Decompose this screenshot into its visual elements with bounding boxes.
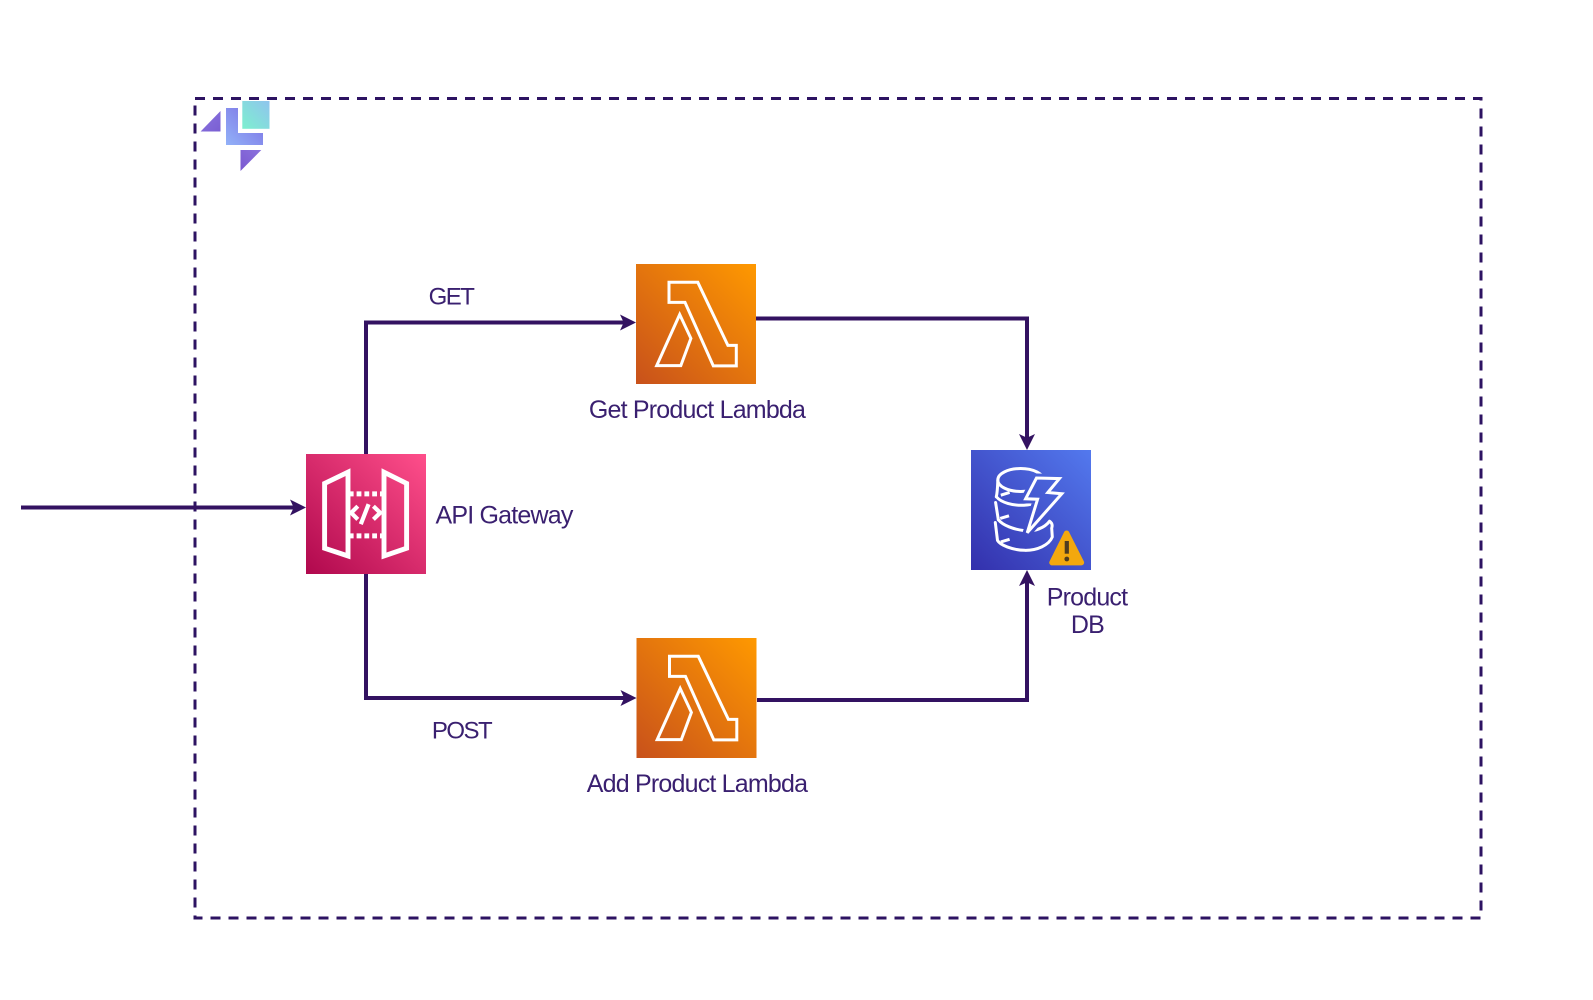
svg-text:Get Product Lambda: Get Product Lambda <box>589 396 806 424</box>
svg-text:POST: POST <box>432 717 493 744</box>
svg-text:Product: Product <box>1047 583 1128 611</box>
svg-text:GET: GET <box>429 284 476 311</box>
svg-text:Add Product Lambda: Add Product Lambda <box>587 770 808 798</box>
svg-text:DB: DB <box>1071 611 1104 639</box>
svg-text:API Gateway: API Gateway <box>436 502 574 530</box>
